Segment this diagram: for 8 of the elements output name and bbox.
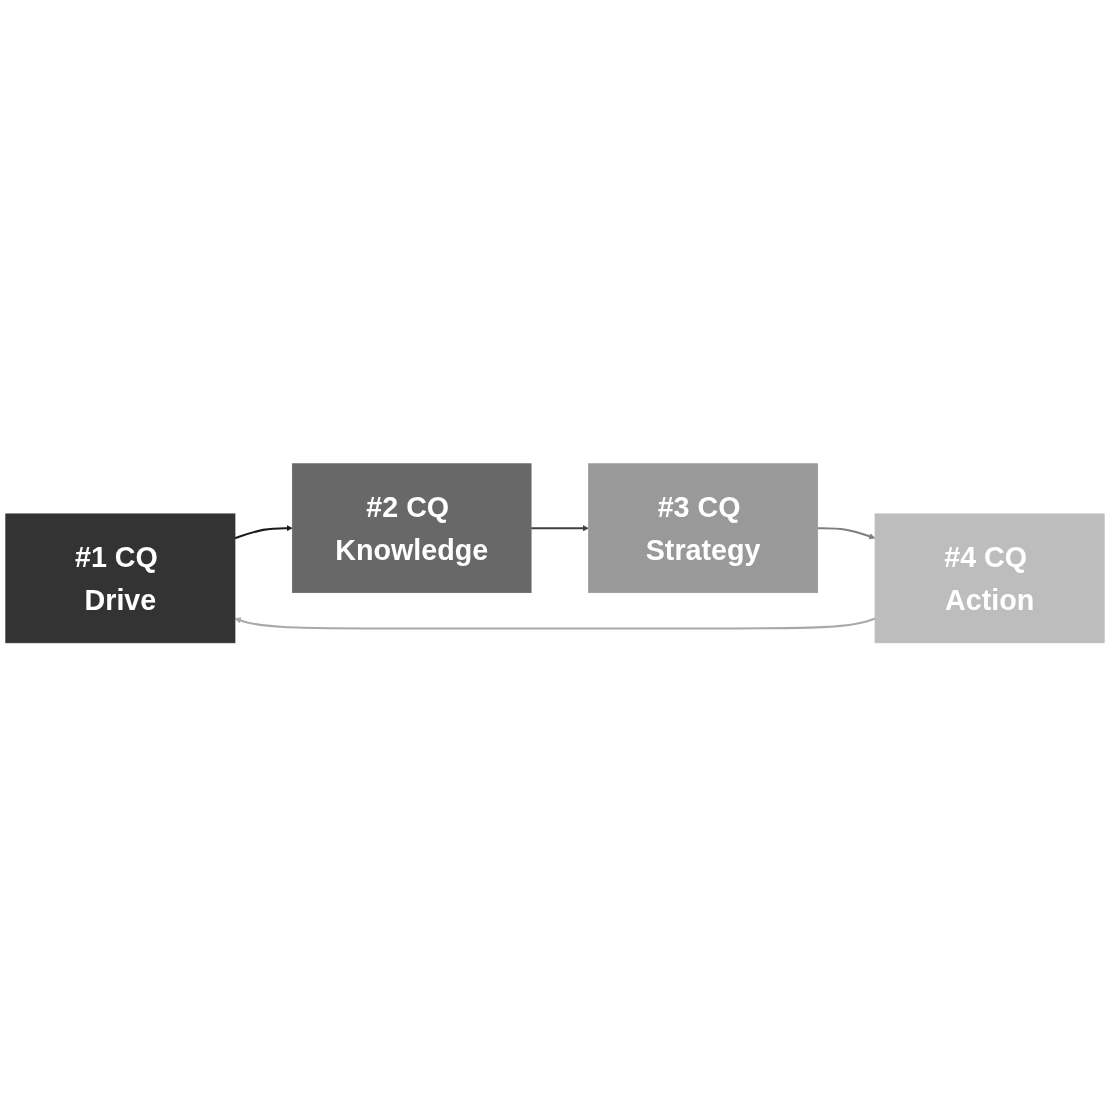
node-box: #4 CQ Action xyxy=(874,513,1105,644)
node-box: #2 CQ Knowledge xyxy=(291,463,532,594)
arrow xyxy=(234,617,876,630)
arrow xyxy=(531,525,589,532)
arrow xyxy=(234,525,293,540)
node-box: #3 CQ Strategy xyxy=(588,463,819,594)
node-box: #1 CQ Drive xyxy=(5,513,236,644)
arrow xyxy=(817,527,876,540)
